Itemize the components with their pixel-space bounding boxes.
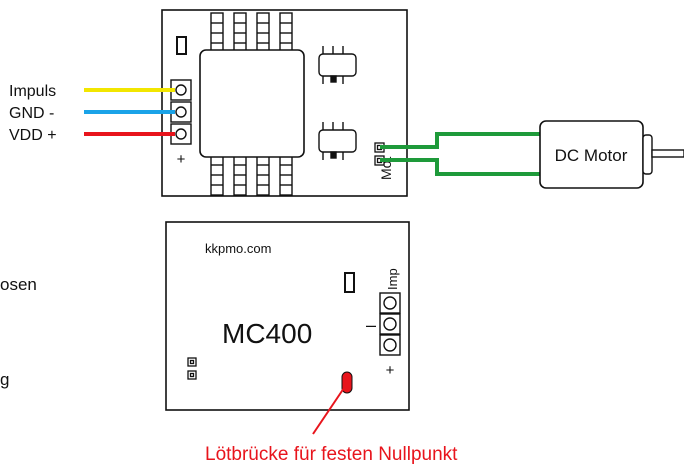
ic-chip: [199, 49, 305, 158]
motor-wire-upper: [380, 132, 542, 149]
wire-label-gnd: GND -: [9, 105, 54, 122]
model-label: MC400: [222, 318, 312, 349]
bottom-connector: [379, 292, 401, 356]
imp-label: Imp: [385, 268, 400, 290]
dc-motor: DC Motor: [539, 120, 684, 189]
motor-label: DC Motor: [555, 146, 628, 165]
bottom-board-outline: [165, 221, 410, 411]
side-fragment-lower: g: [0, 370, 9, 389]
bottom-plus-sign: +: [386, 362, 395, 379]
top-board-pad: [176, 36, 187, 55]
wire-label-vdd: VDD +: [9, 127, 57, 144]
input-plus-sign: +: [177, 151, 186, 168]
top-board: + Mot: [161, 9, 408, 197]
motor-endcap: [642, 134, 653, 175]
bottom-board-pad: [344, 272, 355, 293]
small-chip-upper: [318, 46, 357, 84]
bottom-minus-sign: –: [366, 315, 376, 335]
ic-bottom-pins: [210, 154, 293, 196]
bottom-small-pads: [187, 357, 197, 380]
annotation-pointer: [312, 384, 347, 435]
bottom-board: kkpmo.com MC400 Imp – +: [165, 221, 410, 411]
annotation-text: Lötbrücke für festen Nullpunkt: [205, 444, 458, 465]
wire-label-impuls: Impuls: [9, 83, 56, 100]
ic-top-pins: [210, 12, 293, 54]
input-connector: [170, 79, 192, 145]
small-chip-lower: [318, 122, 357, 160]
website-label: kkpmo.com: [205, 241, 271, 256]
motor-shaft: [651, 149, 684, 158]
side-fragment-upper: osen: [0, 275, 37, 294]
motor-terminal-label: Mot: [378, 157, 394, 180]
motor-wire-lower: [380, 158, 542, 176]
